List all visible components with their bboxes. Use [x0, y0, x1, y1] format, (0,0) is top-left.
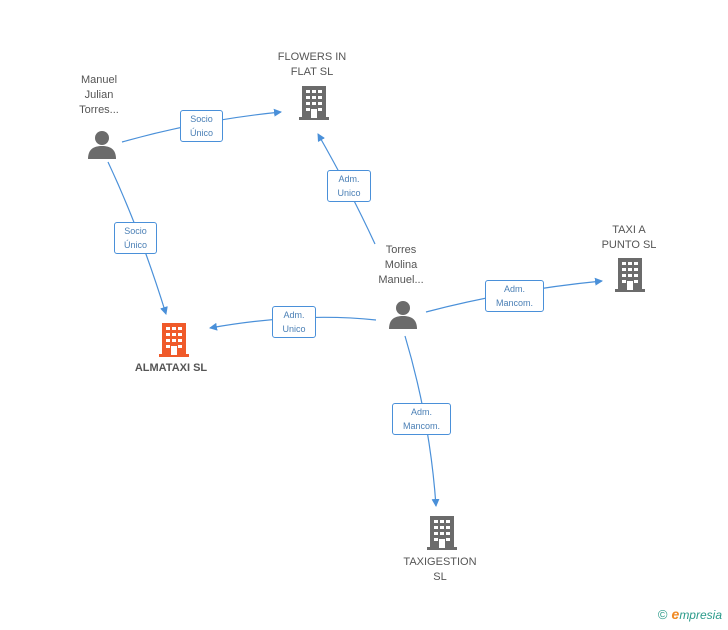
node-label-taxigestion[interactable]: TAXIGESTION SL: [403, 556, 477, 583]
edge-label-adm-mancom: Adm. Mancom.: [485, 280, 544, 312]
empresia-logo[interactable]: ©empresia: [658, 606, 722, 622]
edge-label-adm-mancom: Adm. Mancom.: [392, 403, 451, 435]
building-icon[interactable]: [299, 86, 329, 120]
edge-label-socio-unico: Socio Único: [180, 110, 223, 142]
building-icon[interactable]: [615, 258, 645, 292]
copyright-symbol: ©: [657, 607, 668, 622]
brand-name: mpresia: [679, 608, 722, 622]
building-icon[interactable]: [427, 516, 457, 550]
edge-label-adm-unico: Adm. Unico: [327, 170, 371, 202]
edge-label-adm-unico: Adm. Unico: [272, 306, 316, 338]
person-icon[interactable]: [88, 131, 116, 159]
node-label-manuel-julian[interactable]: Manuel Julian Torres...: [79, 74, 119, 116]
person-icon[interactable]: [389, 301, 417, 329]
node-label-flowers[interactable]: FLOWERS IN FLAT SL: [277, 51, 347, 78]
building-icon-main[interactable]: [159, 323, 189, 357]
edge-label-socio-unico: Socio Único: [114, 222, 157, 254]
node-label-taxi-punto[interactable]: TAXI A PUNTO SL: [601, 224, 657, 251]
brand-initial: e: [671, 606, 680, 622]
node-label-almataxi[interactable]: ALMATAXI SL: [134, 362, 208, 374]
node-label-torres-molina[interactable]: Torres Molina Manuel...: [378, 244, 424, 286]
